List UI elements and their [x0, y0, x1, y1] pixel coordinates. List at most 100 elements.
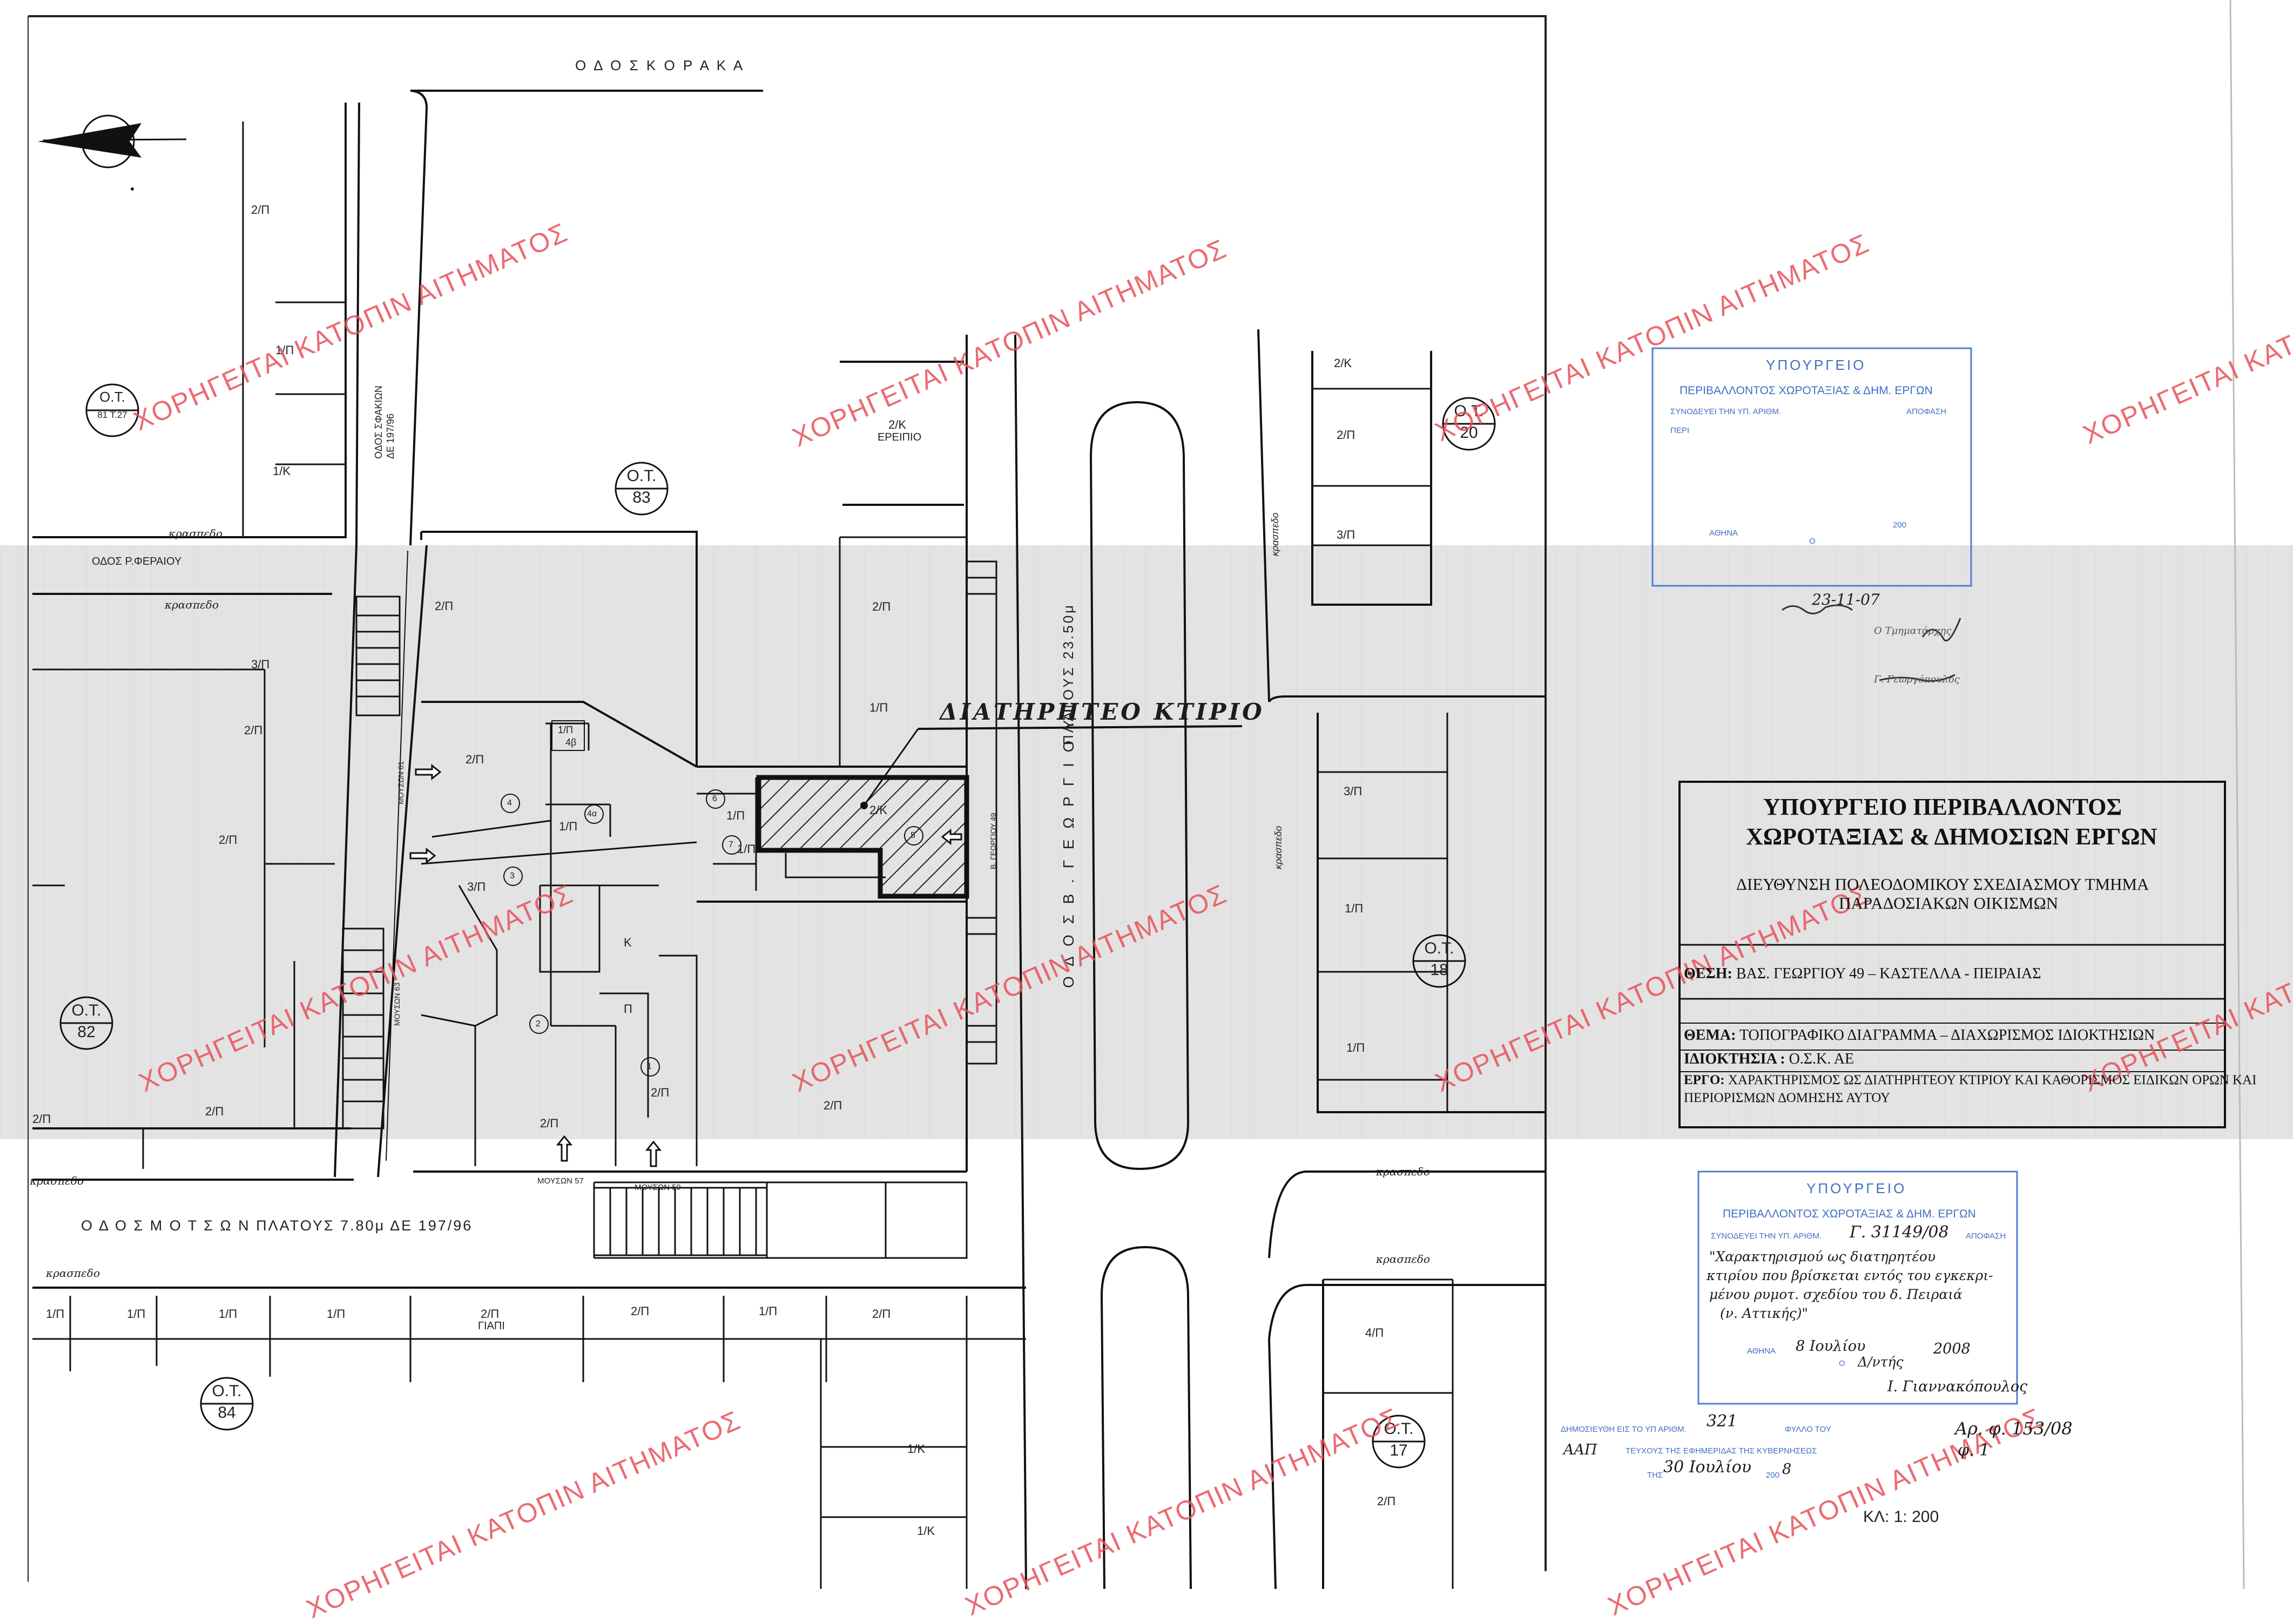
stamp-signer-handwritten: Ι. Γιαννακόπουλος: [1887, 1378, 2028, 1395]
block-label-83: Ο.Τ.83: [626, 467, 657, 506]
title-subject: ΘΕΜΑ: ΤΟΠΟΓΡΑΦΙΚΟ ΔΙΑΓΡΑΜΜΑ – ΔΙΑΧΩΡΙΣΜΟ…: [1684, 1027, 2155, 1044]
curb-label: κρασπεδο: [165, 598, 219, 611]
parcel-label: 2/Π: [1337, 428, 1355, 442]
parcel-label: 1/Π: [46, 1307, 65, 1321]
stamp-date-handwritten: 8 Ιουλίου: [1796, 1338, 1866, 1355]
parcel-label: Π: [624, 1002, 632, 1016]
parcel-label: 2/Κ: [1334, 356, 1352, 370]
parcel-label: 3/Π: [1344, 784, 1363, 798]
parcel-label: 1/Π: [1345, 902, 1364, 915]
street-lines: [32, 90, 1546, 1589]
street-label-motson: Ο Δ Ο Σ Μ Ο Τ Σ Ω Ν ΠΛΑΤΟΥΣ 7.80μ ΔΕ 197…: [81, 1217, 473, 1234]
parcel-label: 2/Π: [872, 600, 891, 613]
stamp-year-handwritten: 2008: [1933, 1341, 1971, 1357]
curb-label: κρασπεδο: [168, 527, 222, 540]
parcel-label: 4β: [565, 737, 577, 748]
publication-line: ΤΗΣ: [1647, 1471, 1663, 1480]
title-project: ΕΡΓΟ: ΧΑΡΑΚΤΗΡΙΣΜΟΣ ΩΣ ΔΙΑΤΗΡΗΤΕΟΥ ΚΤΙΡΙ…: [1684, 1073, 2257, 1087]
parcel-label: 1/Π: [1346, 1041, 1365, 1054]
stamp-handwritten-text: (ν. Αττικής)": [1720, 1305, 1808, 1321]
title-directorate-line-2: ΠΑΡΑΔΟΣΙΑΚΩΝ ΟΙΚΙΣΜΩΝ: [1839, 894, 2059, 912]
parcel-label: 1/Π: [127, 1307, 146, 1321]
parcel-label: 2/Π: [481, 1307, 500, 1321]
publication-number-handwritten: 321: [1707, 1412, 1738, 1431]
parcel-number: 1: [647, 1062, 652, 1071]
parcel-label: 3/Π: [251, 658, 270, 671]
curb-label: κρασπεδο: [1376, 1165, 1430, 1178]
map-scale: ΚΛ: 1: 200: [1863, 1508, 1939, 1526]
publication-issue-handwritten: ΑΑΠ: [1563, 1442, 1597, 1458]
curb-label: κρασπεδο: [1270, 512, 1280, 556]
title-project-cont: ΠΕΡΙΟΡΙΣΜΩΝ ΔΟΜΗΣΗΣ ΑΥΤΟΥ: [1684, 1091, 1891, 1105]
stamp-title: ΥΠΟΥΡΓΕΙΟ: [1806, 1180, 1907, 1196]
sheet-outline: [28, 0, 2245, 1589]
stamp-line: ΠΕΡΙ: [1670, 426, 1690, 435]
block-label-82: Ο.Τ.82: [71, 1002, 102, 1041]
stairs: [342, 560, 997, 1256]
stamp-role-handwritten: Δ/ντής: [1858, 1354, 1904, 1370]
parcel-number: 3: [510, 871, 515, 881]
parcel-label: 2/Π: [651, 1086, 670, 1099]
north-arrow-icon: [38, 114, 187, 191]
stamp-line: ΣΥΝΟΔΕΥΕΙ ΤΗΝ ΥΠ. ΑΡΙΘΜ.: [1711, 1231, 1822, 1241]
block-label-84: Ο.Τ.84: [212, 1382, 242, 1422]
title-directorate-line-1: ΔΙΕΥΘΥΝΣΗ ΠΟΛΕΟΔΟΜΙΚΟΥ ΣΧΕΔΙΑΣΜΟΥ ΤΜΗΜΑ: [1736, 875, 2149, 894]
signature-scribble: Γ. Γεωργόπουλος: [1874, 674, 1960, 685]
stamp-decision-number: Γ. 31149/08: [1850, 1223, 1949, 1242]
stamp-subtitle: ΠΕΡΙΒΑΛΛΟΝΤΟΣ ΧΩΡΟΤΑΞΙΑΣ & ΔΗΜ. ΕΡΓΩΝ: [1680, 384, 1933, 397]
signature-scribbles: [1782, 604, 1961, 682]
scan-band: [0, 545, 2293, 1139]
block-label-18: Ο.Τ.18: [1424, 939, 1454, 979]
parcel-label: 2/Π: [251, 203, 270, 216]
parcel-label: 1/Π: [327, 1307, 346, 1321]
block-circles: [59, 383, 1496, 1469]
parcel-label: 1/Κ: [917, 1524, 935, 1538]
title-location: ΘΕΣΗ: ΒΑΣ. ΓΕΩΡΓΙΟΥ 49 – ΚΑΣΤΕΛΛΑ - ΠΕΙΡ…: [1684, 965, 2041, 982]
parcel-label: 1/Κ: [273, 464, 291, 478]
parcel-number: 4α: [587, 809, 597, 818]
stamp-line: ΑΠΟΦΑΣΗ: [1966, 1231, 2006, 1241]
parcel-label: 1/Π: [559, 820, 578, 833]
parcel-label: 1/Κ: [907, 1442, 926, 1456]
parcel-label: 2/Π: [244, 723, 263, 737]
street-label-sfakion-de: ΔΕ 197/96: [385, 413, 396, 459]
map-drawing: [0, 0, 2293, 1589]
parcel-label: 1/Π: [275, 343, 294, 357]
publication-line: ΤΕΥΧΟΥΣ ΤΗΣ ΕΦΗΜΕΡΙΔΑΣ ΤΗΣ ΚΥΒΕΡΝΗΣΕΩΣ: [1626, 1446, 1817, 1456]
curb-label: κρασπεδο: [1376, 1253, 1430, 1266]
publication-year-handwritten: 8: [1782, 1461, 1792, 1478]
street-label-georgiou-49: Β. ΓΕΩΡΓΙΟΥ 49: [989, 813, 997, 869]
stamp-o: Ο: [1839, 1359, 1845, 1368]
parcel-label: 2/Π: [435, 599, 454, 613]
listed-building-label: ΔΙΑΤΗΡΗΤΕΟ ΚΤΙΡΙΟ: [940, 699, 1265, 725]
parcel-label: 1/Π: [869, 701, 888, 714]
curb-label: κρασπεδο: [30, 1174, 84, 1187]
parcel-number: 5: [911, 831, 915, 840]
reference-number: Αρ. φ. 153/08: [1955, 1418, 2073, 1439]
stamp-borders: [1651, 347, 2018, 1405]
parcel-label: Κ: [624, 936, 632, 949]
parcel-label: 1/Π: [759, 1304, 778, 1318]
parcel-label: 2/Π: [466, 753, 484, 766]
title-ministry-line-1: ΥΠΟΥΡΓΕΙΟ ΠΕΡΙΒΑΛΛΟΝΤΟΣ: [1763, 794, 2122, 820]
parcel-label: 1/Π: [219, 1307, 238, 1321]
parcel-label: 2/Κ: [869, 803, 888, 817]
parcel-label: ΓΙΑΠΙ: [478, 1320, 505, 1332]
block-label-20: Ο.Τ.20: [1454, 402, 1484, 442]
parcel-label: 2/Π: [1377, 1494, 1396, 1508]
stamp-city: ΑΘΗΝΑ: [1709, 529, 1738, 538]
stamp-handwritten-text: κτιρίου που βρίσκεται εντός του εγκεκρι-: [1707, 1268, 1993, 1283]
curb-label: κρασπεδο: [46, 1267, 100, 1280]
street-label-moyson-61: ΜΟΥΣΩΝ 61: [396, 761, 405, 804]
parcel-label: 4/Π: [1365, 1326, 1384, 1339]
parcel-label: 2/Π: [872, 1307, 891, 1321]
parcel-label: 2/Κ: [888, 418, 907, 431]
block-label-17: Ο.Τ.17: [1384, 1420, 1414, 1459]
publication-year: 200: [1766, 1471, 1780, 1480]
parcel-number: 2: [536, 1019, 541, 1028]
parcel-label: 2/Π: [824, 1099, 842, 1112]
parcel-number: 4: [507, 799, 512, 808]
listed-building-parcel: [756, 725, 1243, 899]
parcel-label: 1/Π: [558, 725, 574, 735]
street-label-ferraiou: ΟΔΟΣ Ρ.ΦΕΡΑΙΟΥ: [92, 556, 182, 567]
